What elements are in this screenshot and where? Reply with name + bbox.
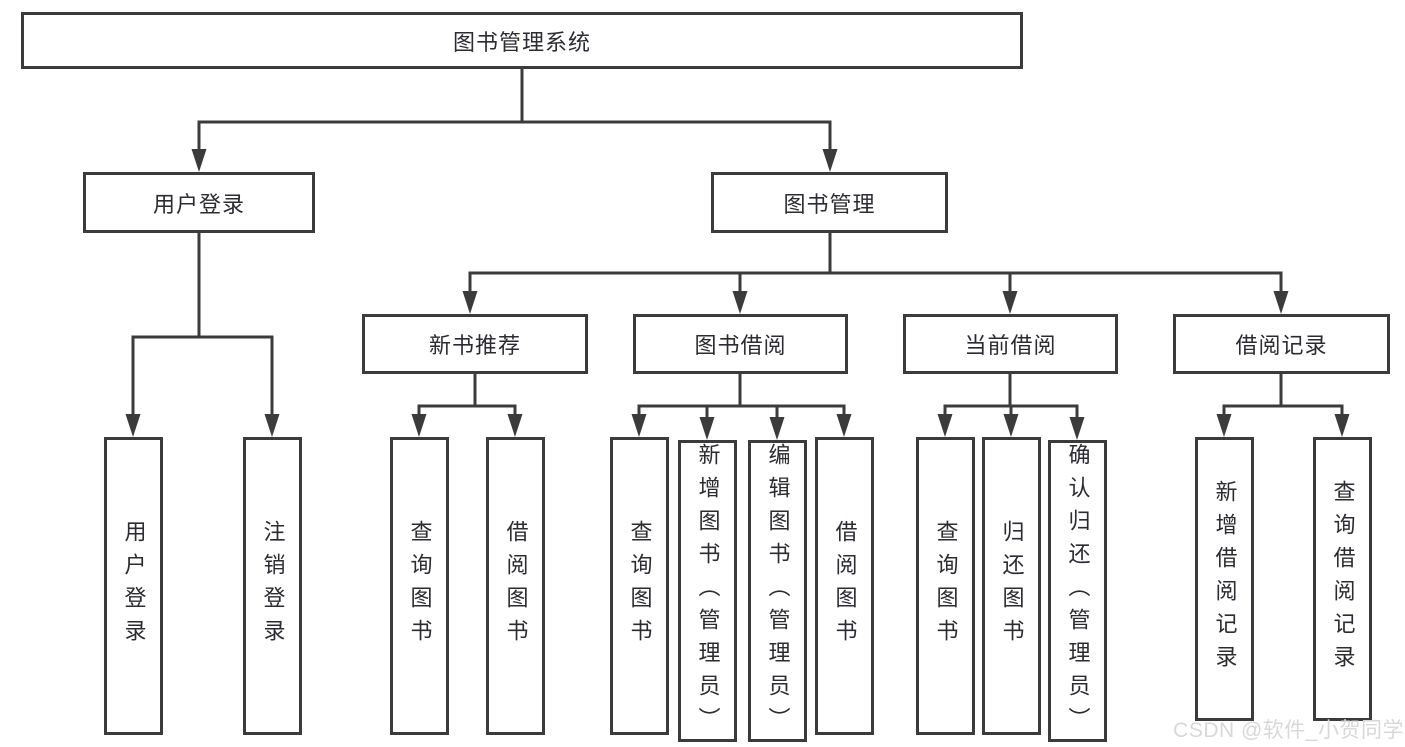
leaf-label: 查询借阅记录 [1330,480,1356,678]
leaf-label: 编辑图书（管理员） [765,443,791,740]
leaf-label: 注销登录 [260,520,286,652]
leaf-query-books-current: 查询图书 [916,437,975,735]
leaf-label: 借阅图书 [832,520,858,652]
leaf-label: 查询图书 [627,520,653,652]
node-new-book-recommend: 新书推荐 [362,314,588,374]
connector-root-to-level2 [191,67,838,172]
node-borrowing-records: 借阅记录 [1173,314,1390,374]
connector-new-book-to-leaves [411,372,523,437]
node-user-login: 用户登录 [83,172,315,233]
leaf-label: 用户登录 [121,520,147,652]
leaf-logout: 注销登录 [243,437,302,735]
node-book-management: 图书管理 [711,172,948,233]
leaf-query-books-recommend: 查询图书 [390,437,449,735]
node-book-borrowing: 图书借阅 [633,314,848,374]
leaf-label: 查询图书 [407,520,433,652]
leaf-label: 确认归还（管理员） [1065,443,1091,740]
leaf-label: 新增图书（管理员） [695,443,721,740]
connector-current-borrow-to-leaves [937,372,1085,440]
leaf-query-borrow-record: 查询借阅记录 [1313,437,1372,721]
leaf-label: 新增借阅记录 [1212,480,1238,678]
leaf-borrow-books-recommend: 借阅图书 [486,437,545,735]
leaf-borrow-books-borrowing: 借阅图书 [815,437,874,735]
leaf-edit-books-admin: 编辑图书（管理员） [748,440,807,742]
node-root-system: 图书管理系统 [21,12,1023,69]
leaf-add-borrow-record: 新增借阅记录 [1195,437,1254,721]
leaf-add-books-admin: 新增图书（管理员） [678,440,737,742]
connector-book-mgmt-to-level3 [462,231,1289,314]
leaf-confirm-return-admin: 确认归还（管理员） [1048,440,1107,742]
connector-user-login-to-leaves [125,231,280,437]
leaf-query-books-borrowing: 查询图书 [610,437,669,735]
leaf-label: 借阅图书 [503,520,529,652]
leaf-user-login: 用户登录 [104,437,163,735]
node-current-borrowing: 当前借阅 [903,314,1118,374]
connector-borrow-records-to-leaves [1216,372,1350,437]
leaf-label: 归还图书 [999,520,1025,652]
leaf-label: 查询图书 [933,520,959,652]
leaf-return-books: 归还图书 [982,437,1041,735]
csdn-watermark: CSDN @软件_小贺同学 [1173,719,1404,742]
connector-book-borrow-to-leaves [631,372,852,440]
